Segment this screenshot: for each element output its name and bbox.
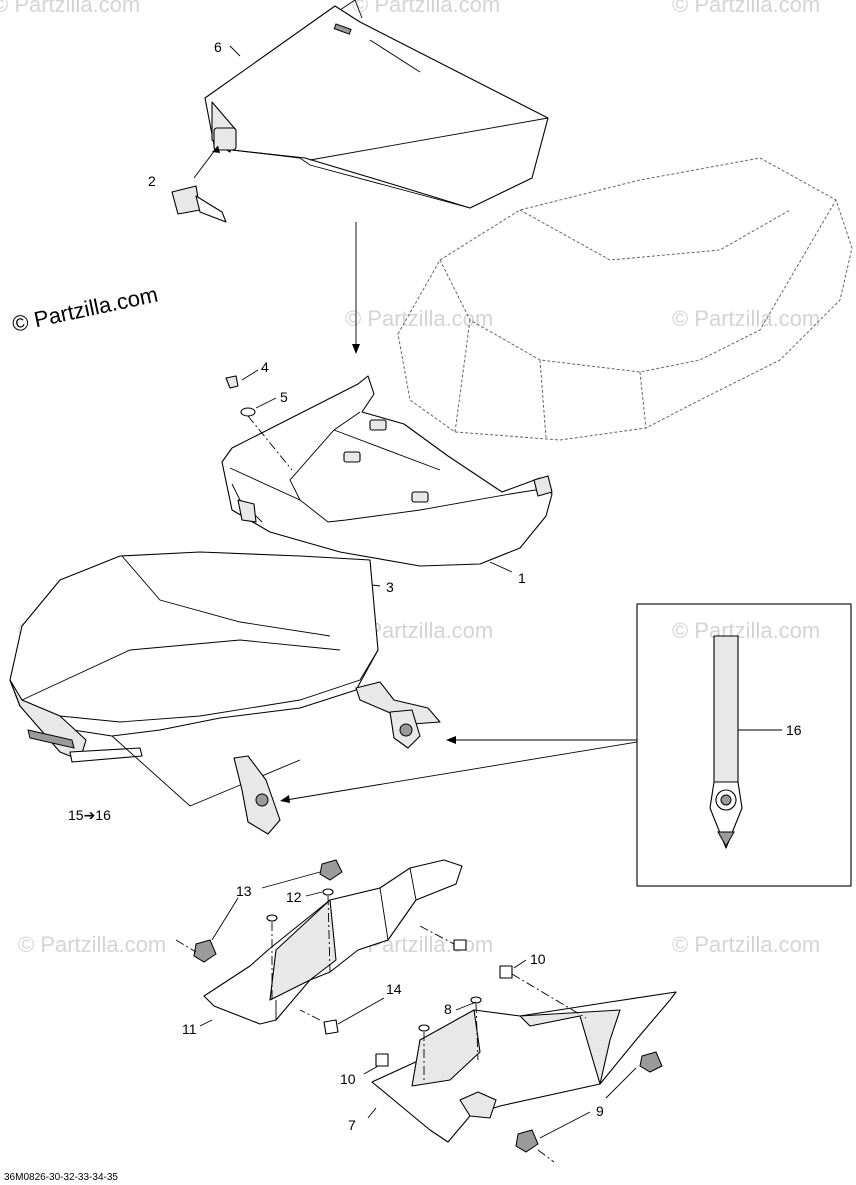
leader-lines	[229, 45, 241, 57]
callout-10-lower: 10	[340, 1071, 356, 1087]
callout-15: 15➔16	[68, 807, 111, 823]
callout-14: 14	[386, 981, 402, 997]
watermark: © Partzilla.com	[672, 0, 820, 17]
assembly-arrow	[352, 222, 360, 354]
callout-2: 2	[148, 173, 156, 189]
inset-part-16	[280, 603, 852, 887]
callout-16: 16	[786, 722, 802, 738]
callout-6: 6	[214, 39, 222, 55]
callout-1: 1	[518, 570, 526, 586]
watermark-main: © Partzilla.com	[10, 282, 160, 337]
watermark: © Partzilla.com	[672, 932, 820, 957]
part-6-visor	[204, 0, 549, 209]
callout-12: 12	[286, 889, 302, 905]
watermark: © Partzilla.com	[352, 0, 500, 17]
watermark: © Partzilla.com	[672, 306, 820, 331]
fasteners-lower	[175, 859, 663, 1163]
part-15-seat	[9, 551, 441, 835]
ghost-seat	[397, 157, 853, 441]
callout-13: 13	[236, 883, 252, 899]
callout-4: 4	[261, 359, 269, 375]
callout-11: 11	[182, 1021, 197, 1037]
part-2-clip	[171, 145, 227, 223]
callout-labels: 6 2 4 5 1 3 16 15➔16 13 12 10 14 8 11 10…	[68, 39, 802, 1133]
watermark: © Partzilla.com	[345, 306, 493, 331]
callout-7: 7	[348, 1117, 356, 1133]
watermark: © Partzilla.com	[18, 932, 166, 957]
part-11-side-panel	[203, 859, 463, 1025]
callout-5: 5	[280, 389, 288, 405]
callout-3: 3	[386, 579, 394, 595]
part-7-side-panel	[371, 991, 677, 1143]
watermark: © Partzilla.com	[672, 618, 820, 643]
callout-10-upper: 10	[530, 951, 546, 967]
callout-8: 8	[444, 1001, 452, 1017]
diagram-code: 36M0826-30-32-33-34-35	[4, 1172, 118, 1183]
callout-9: 9	[596, 1103, 604, 1119]
part-1-tray	[221, 375, 553, 573]
watermark: © Partzilla.com	[0, 0, 140, 17]
